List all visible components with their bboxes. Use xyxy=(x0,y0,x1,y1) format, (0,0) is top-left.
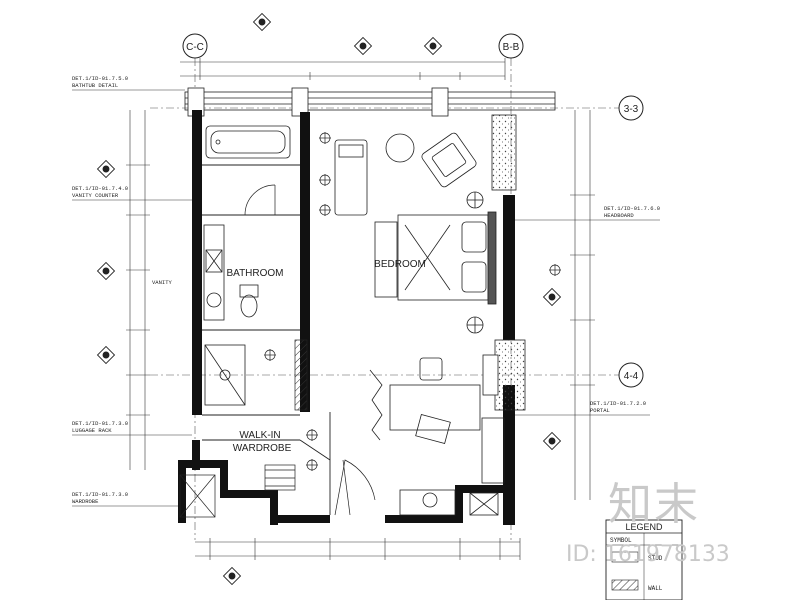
entry-fixtures xyxy=(399,489,499,516)
svg-text:LUGGAGE RACK: LUGGAGE RACK xyxy=(72,427,112,434)
elevation-marker-left-1 xyxy=(96,159,116,179)
vanity-counter xyxy=(203,224,225,321)
nightstands xyxy=(466,191,484,334)
svg-text:4-4: 4-4 xyxy=(624,371,639,382)
room-label-bathroom: BATHROOM xyxy=(226,268,283,279)
elevation-marker-top-2 xyxy=(353,36,373,56)
svg-text:DET.1/ID-01.7.3.0: DET.1/ID-01.7.3.0 xyxy=(72,491,128,498)
elevation-marker-right-2 xyxy=(542,431,562,451)
svg-text:3-3: 3-3 xyxy=(624,104,639,115)
top-dimensions xyxy=(180,58,506,80)
elevation-marker-left-2 xyxy=(96,261,116,281)
svg-text:C-C: C-C xyxy=(186,42,204,53)
legend: LEGEND SYMBOL STUD WALL xyxy=(605,519,683,600)
svg-text:DET.1/ID-01.7.4.0: DET.1/ID-01.7.4.0 xyxy=(72,185,128,192)
bathtub xyxy=(205,125,291,159)
lounge-chair xyxy=(421,132,477,188)
elevation-marker-right-1 xyxy=(542,287,562,307)
callout-vanity-side: VANITY xyxy=(152,279,173,286)
bottom-dimensions xyxy=(195,538,521,560)
svg-text:VANITY COUNTER: VANITY COUNTER xyxy=(72,192,119,199)
fixture-symbols xyxy=(264,132,561,471)
grid-bubble-44: 4-4 xyxy=(618,362,644,388)
doors xyxy=(244,184,376,516)
elevation-marker-top-3 xyxy=(423,36,443,56)
room-label-bedroom: BEDROOM xyxy=(374,259,426,270)
svg-text:STUD: STUD xyxy=(648,555,663,562)
structural-columns xyxy=(482,114,526,411)
desk-chair xyxy=(334,139,368,216)
svg-text:DET.1/ID-01.7.6.0: DET.1/ID-01.7.6.0 xyxy=(604,205,660,212)
svg-text:WARDROBE: WARDROBE xyxy=(72,498,99,505)
svg-text:HEADBOARD: HEADBOARD xyxy=(604,212,634,219)
interior-partitions xyxy=(202,164,331,515)
room-label-wardrobe: WARDROBE xyxy=(233,443,292,454)
callout-luggage: DET.1/ID-01.7.3.0 LUGGAGE RACK xyxy=(72,420,192,436)
left-dimensions xyxy=(126,110,150,470)
callout-portal: DET.1/ID-01.7.2.0 PORTAL xyxy=(515,400,650,416)
svg-text:DET.1/ID-01.7.2.0: DET.1/ID-01.7.2.0 xyxy=(590,400,646,407)
svg-text:DET.1/ID-01.7.5.0: DET.1/ID-01.7.5.0 xyxy=(72,75,128,82)
elevation-markers xyxy=(96,12,562,586)
window-strip xyxy=(184,87,556,117)
grid-bubble-bb: B-B xyxy=(498,33,524,59)
desk xyxy=(369,357,481,444)
svg-text:B-B: B-B xyxy=(503,42,520,53)
watermark-logo: 知末 xyxy=(608,479,700,530)
svg-text:DET.1/ID-01.7.3.0: DET.1/ID-01.7.3.0 xyxy=(72,420,128,427)
round-table xyxy=(385,133,415,163)
bed xyxy=(397,211,497,305)
svg-text:BATHTUB DETAIL: BATHTUB DETAIL xyxy=(72,82,118,89)
side-cabinet xyxy=(374,221,398,298)
toilet xyxy=(239,284,259,318)
callout-wardrobe: DET.1/ID-01.7.3.0 WARDROBE xyxy=(72,491,178,507)
svg-text:SYMBOL: SYMBOL xyxy=(610,537,632,544)
elevation-marker-left-3 xyxy=(96,345,116,365)
grid-bubble-cc: C-C xyxy=(182,33,208,59)
watermark-id: ID: 161978133 xyxy=(566,542,730,567)
elevation-marker-top-1 xyxy=(252,12,272,32)
right-dimensions xyxy=(570,110,595,500)
callout-vanity: DET.1/ID-01.7.4.0 VANITY COUNTER xyxy=(72,185,192,201)
grid-bubble-33: 3-3 xyxy=(618,95,644,121)
wardrobe xyxy=(179,339,308,518)
shower xyxy=(204,344,246,406)
svg-text:PORTAL: PORTAL xyxy=(590,407,610,414)
elevation-marker-bottom xyxy=(222,566,242,586)
callout-bathtub: DET.1/ID-01.7.5.0 BATHTUB DETAIL xyxy=(72,75,185,91)
callout-headboard: DET.1/ID-01.7.6.0 HEADBOARD xyxy=(515,205,660,221)
room-label-walkin: WALK-IN xyxy=(239,430,280,441)
svg-text:WALL: WALL xyxy=(648,585,663,592)
exterior-walls xyxy=(178,110,515,525)
tv-console xyxy=(481,417,505,484)
svg-text:LEGEND: LEGEND xyxy=(625,522,663,532)
